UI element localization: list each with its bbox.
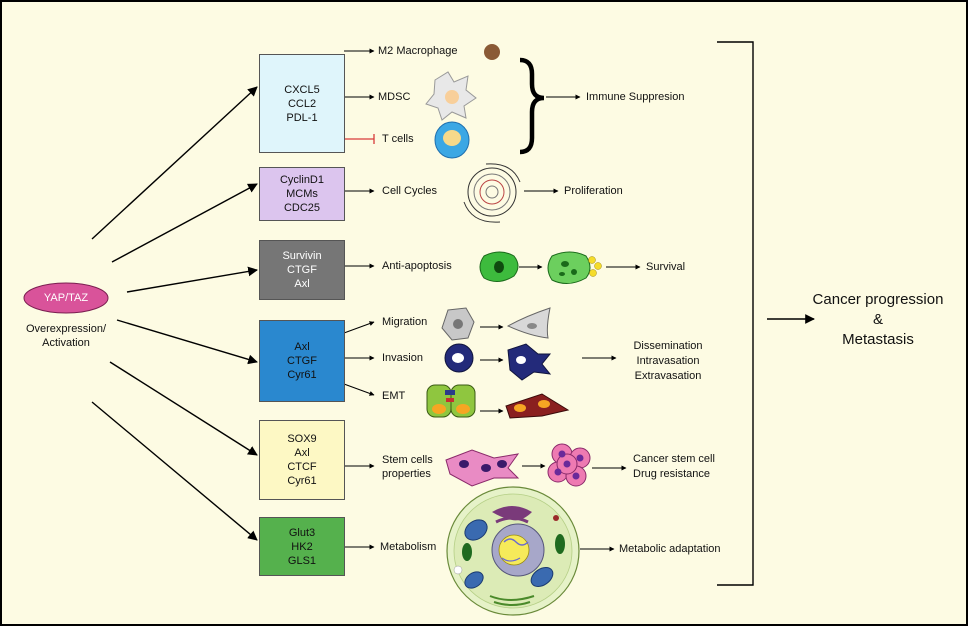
item-cell-cycles: Cell Cycles [382, 185, 438, 197]
healthy-cell-icon [479, 251, 519, 282]
outcome-proliferation: Proliferation [564, 185, 623, 197]
gene-label: PDL-1 [286, 111, 318, 124]
mesenchymal-cells-icon [505, 393, 570, 419]
final-line2: & [872, 311, 884, 328]
large-bracket [717, 41, 754, 586]
metabolic-cell-icon [446, 486, 580, 616]
gene-box-apoptosis: Survivin CTGF Axl [259, 240, 345, 300]
gene-label: Cyr61 [287, 369, 317, 381]
final-line1: Cancer progression [812, 291, 944, 308]
gene-label: CTCF [287, 461, 317, 473]
outcome-metabolic-adaptation: Metabolic adaptation [619, 543, 721, 555]
source-name: YAP/TAZ [43, 292, 89, 304]
gene-label: GLS1 [287, 554, 317, 567]
invasion-cell-icon [444, 343, 474, 373]
inhibition-line [344, 134, 375, 144]
gene-label: Survivin [282, 250, 322, 262]
migration-cell-icon [441, 307, 475, 341]
gene-label: Axl [294, 341, 310, 353]
outcome-immune-suppression: Immune Suppresion [586, 91, 685, 103]
migrating-cell-icon [506, 307, 551, 339]
gene-label: CyclinD1 [279, 174, 324, 186]
item-metabolism: Metabolism [380, 541, 437, 553]
gene-label: Cyr61 [287, 475, 317, 487]
item-anti-apoptosis: Anti-apoptosis [382, 260, 452, 272]
item-emt: EMT [382, 390, 406, 402]
item-stem-cells-line1: Stem cells [382, 454, 433, 466]
epithelial-cells-icon [426, 384, 476, 418]
outcome-survival: Survival [646, 261, 686, 273]
gene-label: MCMs [286, 188, 318, 200]
outcome-drug-resistance: Drug resistance [633, 468, 711, 480]
gene-box-immune: CXCL5 CCL2 PDL-1 [259, 54, 345, 153]
gene-box-metabolism: Glut3 HK2 GLS1 [259, 517, 345, 576]
invading-cell-icon [507, 343, 552, 381]
gene-label: Axl [294, 278, 310, 290]
item-stem-cells-line2: properties [382, 468, 431, 480]
gene-label: CTGF [287, 355, 317, 367]
macrophage-icon [484, 44, 500, 60]
gene-box-cycle: CyclinD1 MCMs CDC25 [259, 167, 345, 221]
item-migration: Migration [382, 316, 428, 328]
outcome-cancer-stem-cell: Cancer stem cell [633, 453, 715, 465]
source-ellipse [23, 282, 109, 314]
item-t-cells: T cells [382, 133, 414, 145]
stem-cells-icon [445, 449, 520, 487]
item-m2-macrophage: M2 Macrophage [378, 45, 458, 57]
t-cell-icon [434, 121, 470, 159]
item-invasion: Invasion [382, 352, 423, 364]
cancer-stem-cells-icon [547, 443, 591, 487]
gene-label: SOX9 [287, 433, 317, 445]
gene-label: Axl [294, 447, 310, 459]
gene-label: CXCL5 [284, 83, 320, 96]
outcome-extravasation: Extravasation [634, 370, 702, 382]
final-line3: Metastasis [842, 331, 914, 348]
gene-box-metastasis: Axl CTGF Cyr61 [259, 320, 345, 402]
gene-label: HK2 [291, 540, 313, 553]
gene-label: CTGF [287, 264, 317, 276]
curly-brace [519, 57, 545, 155]
cell-cycle-icon [463, 163, 521, 223]
outcome-intravasation: Intravasation [636, 355, 700, 367]
gene-label: CCL2 [287, 97, 317, 110]
outcome-dissemination: Dissemination [633, 340, 703, 352]
gene-label: CDC25 [283, 202, 321, 214]
item-mdsc: MDSC [378, 91, 411, 103]
gene-label: Glut3 [288, 526, 316, 539]
gene-box-stem: SOX9 Axl CTCF Cyr61 [259, 420, 345, 500]
surviving-cell-icon [547, 251, 602, 284]
source-arrows [91, 86, 258, 541]
item-arrows [343, 48, 641, 552]
mdsc-icon [425, 71, 477, 121]
source-caption-line2: Activation [42, 337, 90, 349]
source-caption-line1: Overexpression/ [25, 323, 107, 335]
